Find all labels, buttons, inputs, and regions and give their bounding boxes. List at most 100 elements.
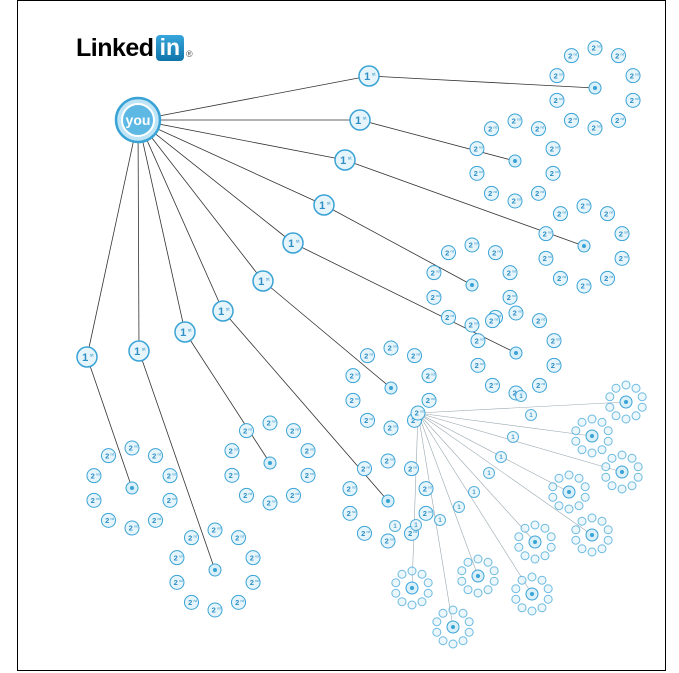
- third-node-ring-1-3[interactable]: [603, 436, 613, 446]
- third-node-ring-3-6[interactable]: [554, 501, 564, 511]
- third-node-ring-2-6[interactable]: [607, 481, 617, 491]
- third-node-ring-9-9[interactable]: [438, 608, 448, 618]
- third-node-ring-3-3[interactable]: [580, 492, 590, 502]
- third-node-ring-4-8[interactable]: [571, 525, 581, 535]
- third-node-ring-1-4[interactable]: [597, 445, 607, 455]
- third-node-ring-8-7[interactable]: [391, 588, 401, 598]
- cluster-center-0[interactable]: [588, 81, 602, 95]
- third-node-ring-6-1[interactable]: [537, 575, 547, 585]
- third-node-ring-4-6[interactable]: [577, 544, 587, 554]
- third-node-ring-8-5[interactable]: [407, 600, 417, 610]
- third-node-ring-9-0[interactable]: [448, 605, 458, 615]
- third-node-ring-7-9[interactable]: [463, 557, 473, 567]
- third-node-ring-3-7[interactable]: [548, 492, 558, 502]
- third-node-ring-7-2[interactable]: [489, 566, 499, 576]
- third-node-ring-8-8[interactable]: [391, 578, 401, 588]
- third-node-ring-5-6[interactable]: [520, 551, 530, 561]
- third-node-ring-4-2[interactable]: [603, 525, 613, 535]
- fan-node-4[interactable]: 1: [483, 467, 495, 479]
- third-cluster-center-4[interactable]: [585, 528, 599, 542]
- third-node-ring-9-3[interactable]: [464, 627, 474, 637]
- cluster-center-2[interactable]: [577, 239, 591, 253]
- cluster-center-3[interactable]: [465, 278, 479, 292]
- third-node-ring-6-5[interactable]: [527, 606, 537, 616]
- you-node[interactable]: you: [114, 96, 162, 144]
- third-node-ring-9-4[interactable]: [458, 636, 468, 646]
- third-node-ring-8-9[interactable]: [397, 569, 407, 579]
- third-node-ring-6-9[interactable]: [517, 575, 527, 585]
- cluster-center-5[interactable]: [384, 381, 398, 395]
- third-node-ring-7-5[interactable]: [473, 588, 483, 598]
- third-node-ring-9-2[interactable]: [464, 617, 474, 627]
- third-node-ring-3-5[interactable]: [564, 504, 574, 514]
- fan-node-9[interactable]: 1: [389, 520, 401, 532]
- third-node-ring-7-7[interactable]: [457, 576, 467, 586]
- third-cluster-center-7[interactable]: [471, 569, 485, 583]
- fan-node-3[interactable]: 1: [495, 451, 507, 463]
- cluster-center-1[interactable]: [508, 154, 522, 168]
- third-cluster-center-3[interactable]: [562, 485, 576, 499]
- third-node-ring-1-8[interactable]: [571, 426, 581, 436]
- third-node-ring-2-3[interactable]: [633, 472, 643, 482]
- third-node-ring-5-5[interactable]: [530, 554, 540, 564]
- third-node-ring-2-5[interactable]: [617, 484, 627, 494]
- fan-node-6[interactable]: 1: [453, 501, 465, 513]
- third-cluster-center-6[interactable]: [525, 587, 539, 601]
- third-node-ring-8-0[interactable]: [407, 566, 417, 576]
- third-node-ring-4-0[interactable]: [587, 513, 597, 523]
- fan-node-5[interactable]: 1: [468, 486, 480, 498]
- third-node-ring-8-1[interactable]: [417, 569, 427, 579]
- third-node-ring-3-2[interactable]: [580, 482, 590, 492]
- third-node-ring-7-3[interactable]: [489, 576, 499, 586]
- third-node-ring-0-3[interactable]: [637, 402, 647, 412]
- third-node-ring-4-9[interactable]: [577, 516, 587, 526]
- third-cluster-center-9[interactable]: [446, 620, 460, 634]
- cluster-center-7[interactable]: [263, 456, 277, 470]
- third-node-ring-1-6[interactable]: [577, 445, 587, 455]
